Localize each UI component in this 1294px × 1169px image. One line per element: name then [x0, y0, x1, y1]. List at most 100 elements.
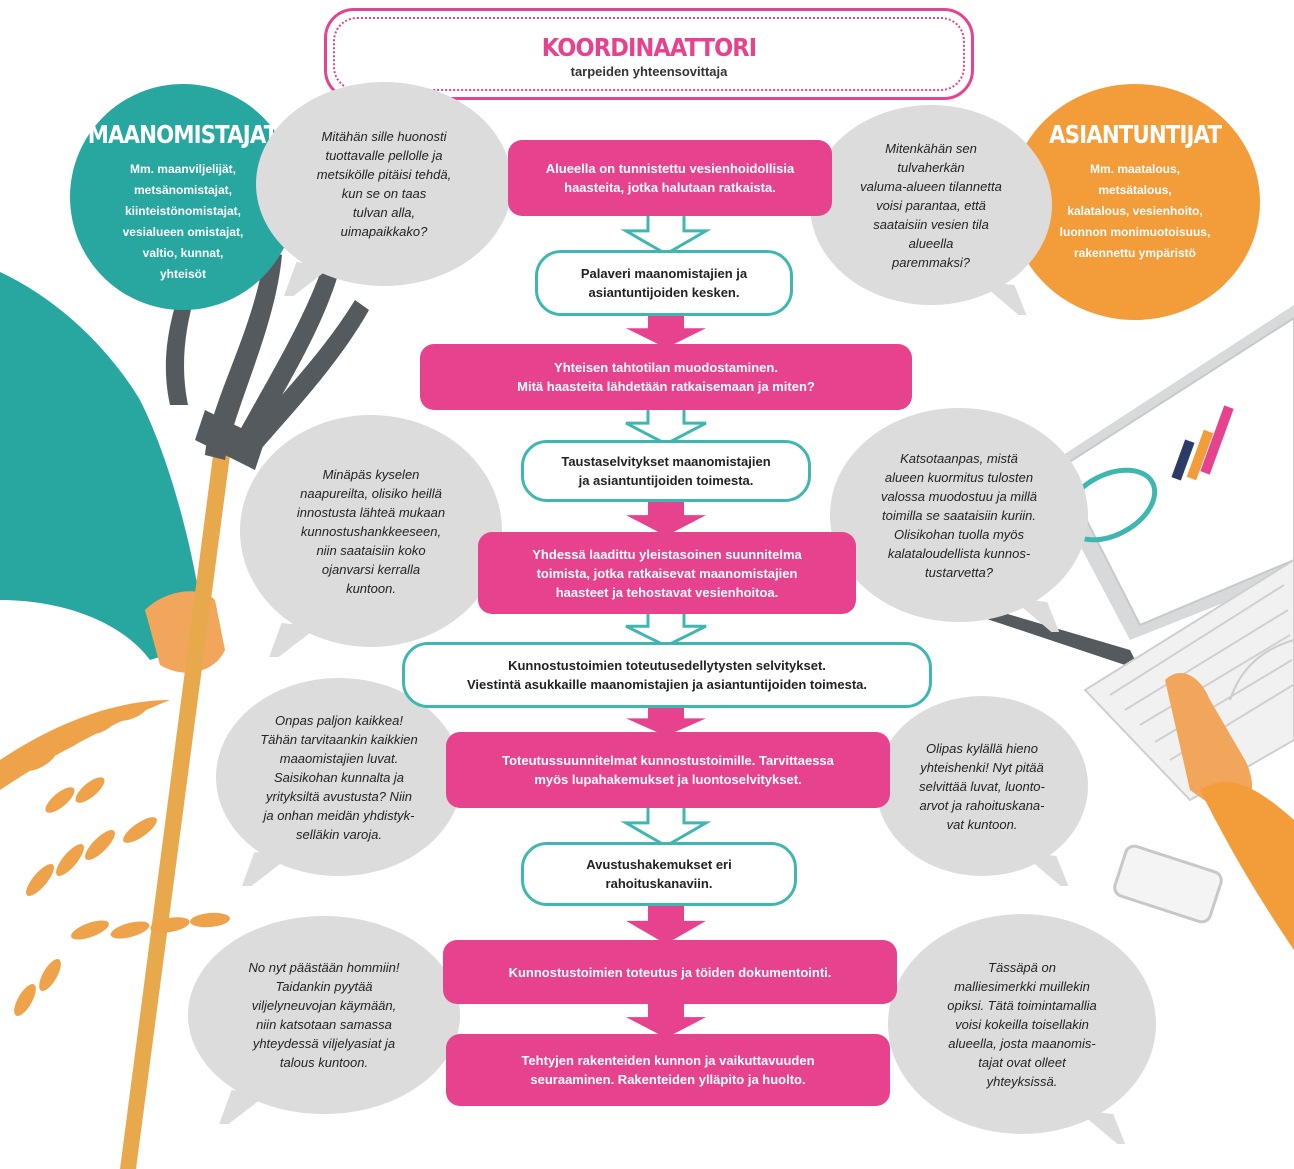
landowners-item: metsänomistajat,	[133, 183, 233, 197]
bubble-line: alueella	[908, 235, 954, 251]
bubble-line: toimilla se saataisiin kuriin.	[882, 507, 1036, 523]
bubble-line: arvot ja rahoituskana-	[919, 797, 1045, 813]
experts-item: rakennettu ympäristö	[1073, 246, 1197, 260]
bubble-line: Minäpäs kyselen	[322, 466, 420, 482]
step-6-feasibility: Kunnostustoimien toteutusedellytysten se…	[402, 642, 932, 708]
step-line: ja asiantuntijoiden toimesta.	[578, 473, 754, 488]
landowners-item: kiinteistönomistajat,	[124, 204, 241, 218]
speech-bubble-model: Tässäpä on malliesimerkki muillekin opik…	[888, 914, 1156, 1144]
bubble-line: talous kuntoon.	[279, 1055, 369, 1070]
cable-line	[1229, 639, 1294, 701]
bubble-line: niin saataisiin koko	[316, 542, 426, 558]
bubble-line: Mitähän sille huonosti	[321, 129, 447, 144]
bubble-line: tulvan alla,	[352, 205, 416, 220]
step-4-background-studies: Taustaselvitykset maanomistajien ja asia…	[521, 440, 811, 502]
bubble-line: valossa muodostuu ja millä	[880, 488, 1038, 504]
bubble-line: maaomistajien luvat.	[279, 750, 399, 766]
bubble-line: saataisiin vesien tila	[873, 216, 989, 232]
bubble-line: uimapaikkako?	[340, 224, 428, 239]
landowners-item: yhteisöt	[159, 267, 206, 281]
experts-title: ASIANTUNTIJAT	[1049, 120, 1222, 149]
speech-bubble-shape	[876, 696, 1088, 886]
bubble-line: tuottavalle pellolle ja	[325, 148, 443, 163]
smartphone-icon	[1113, 844, 1223, 924]
bubble-line: Mitenkähän sen	[885, 140, 977, 156]
speech-bubble-shape	[188, 916, 460, 1124]
step-line: asiantuntijoiden kesken.	[588, 285, 740, 300]
step-line: Kunnostustoimien toteutusedellytysten se…	[508, 658, 826, 673]
landowners-item: vesialueen omistajat,	[122, 225, 244, 239]
bubble-line: tustarvetta?	[925, 564, 993, 580]
bubble-line: ojanvarsi kerralla	[321, 561, 421, 577]
speech-bubble-load: Katsotaanpas, mistä alueen kuormitus tul…	[830, 408, 1088, 632]
speech-bubble-spirit: Olipas kylällä hieno yhteishenki! Nyt pi…	[876, 696, 1088, 886]
speech-bubble-shape	[256, 82, 512, 296]
bubble-line: alueella, josta maanomis-	[948, 1035, 1096, 1051]
bubble-line: No nyt päästään hommiin!	[248, 960, 400, 975]
step-1-challenges: Alueella on tunnistettu vesienhoidollisi…	[508, 140, 832, 216]
step-10-monitoring: Tehtyjen rakenteiden kunnon ja vaikuttav…	[446, 1034, 890, 1106]
computer-monitor-icon	[960, 305, 1294, 670]
step-line: myös lupahakemukset ja luontoselvitykset…	[534, 772, 802, 787]
bubble-line: metsikölle pitäisi tehdä,	[316, 167, 452, 182]
bubble-line: selvittää luvat, luonto-	[919, 778, 1045, 794]
step-line: Taustaselvitykset maanomistajien	[561, 454, 771, 469]
speech-bubble-catchment: Mitenkähän sen tulvaherkän valuma-alueen…	[810, 105, 1052, 315]
bubble-line: yhteydessä viljelyasiat ja	[252, 1036, 396, 1051]
experts-item: kalatalous, vesienhoito,	[1067, 204, 1203, 218]
experts-item: Mm. maatalous,	[1089, 162, 1181, 176]
step-line: Kunnostustoimien toteutus ja töiden doku…	[508, 964, 832, 980]
step-9-execution: Kunnostustoimien toteutus ja töiden doku…	[443, 940, 897, 1004]
bubble-line: kalataloudellista kunnos-	[887, 545, 1031, 561]
step-line: Yhteisen tahtotilan muodostaminen.	[554, 360, 778, 375]
bubble-line: Olipas kylällä hieno	[925, 740, 1038, 756]
step-3-shared-will: Yhteisen tahtotilan muodostaminen. Mitä …	[420, 344, 912, 410]
step-7-implementation-plans: Toteutussuunnitelmat kunnostustoimille. …	[446, 732, 890, 808]
step-line: rahoituskanaviin.	[605, 876, 713, 891]
speech-bubble-work: No nyt päästään hommiin! Taidankin pyytä…	[188, 916, 460, 1124]
bubble-line: selläkin varoja.	[296, 826, 382, 842]
speech-bubble-shape	[810, 105, 1052, 315]
bubble-line: viljelyneuvojan käymään,	[251, 998, 397, 1013]
right-hand-illustration	[1165, 672, 1294, 950]
bubble-line: Saisikohan kunnalta ja	[273, 769, 405, 785]
bubble-line: ja onhan meidän yhdistyk-	[263, 807, 415, 823]
bubble-line: naapureilta, olisiko heillä	[300, 485, 442, 501]
step-line: seuraaminen. Rakenteiden ylläpito ja huo…	[530, 1072, 806, 1087]
bubble-line: yhteyksissä.	[986, 1073, 1058, 1089]
experts-item: luonnon monimuotoisuus,	[1059, 225, 1211, 239]
coordinator-box: KOORDINAATTORI tarpeiden yhteensovittaja	[324, 8, 974, 100]
experts-list: Mm. maatalous, metsätalous, kalatalous, …	[1060, 159, 1211, 264]
speech-bubble-permits: Onpas paljon kaikkea! Tähän tarvitaankin…	[216, 678, 462, 886]
bubble-line: Onpas paljon kaikkea!	[275, 712, 403, 728]
coordinator-title: KOORDINAATTORI	[541, 33, 757, 62]
step-line: Toteutussuunnitelmat kunnostustoimille. …	[502, 753, 834, 768]
bubble-line: Katsotaanpas, mistä	[900, 450, 1018, 466]
step-line: haasteet ja tehostavat vesienhoitoa.	[555, 584, 779, 600]
landowners-title: MAANOMISTAJAT	[88, 120, 279, 149]
step-line: Avustushakemukset eri	[586, 857, 732, 872]
left-arm-illustration	[0, 272, 225, 673]
step-line: Mitä haasteita lähdetään ratkaisemaan ja…	[517, 379, 815, 394]
bubble-line: niin katsotaan samassa	[256, 1017, 392, 1032]
bubble-line: Tähän tarvitaankin kaikkien	[260, 731, 418, 747]
bubble-line: paremmaksi?	[891, 254, 971, 270]
bubble-line: Tässäpä on	[988, 959, 1056, 975]
step-line: Viestintä asukkaille maanomistajien ja a…	[466, 677, 867, 692]
step-line: toimista, jotka ratkaisevat maanomistaji…	[536, 565, 798, 581]
step-line: Yhdessä laadittu yleistasoinen suunnitel…	[532, 546, 802, 562]
speech-bubble-neighbours: Minäpäs kyselen naapureilta, olisiko hei…	[240, 415, 502, 657]
landowners-item: Mm. maanviljelijät,	[129, 162, 237, 176]
step-line: haasteita, jotka halutaan ratkaista.	[564, 180, 776, 195]
step-2-meeting: Palaveri maanomistajien ja asiantuntijoi…	[535, 250, 793, 316]
bubble-line: opiksi. Tätä toimintamallia	[947, 997, 1097, 1013]
bubble-line: tajat ovat olleet	[978, 1054, 1066, 1070]
step-line: Tehtyjen rakenteiden kunnon ja vaikuttav…	[521, 1053, 815, 1068]
bubble-line: kunnostushankkeeseen,	[300, 523, 442, 539]
bubble-line: malliesimerkki muillekin	[954, 978, 1090, 994]
bubble-line: voisi parantaa, että	[876, 197, 986, 213]
speech-bubble-field: Mitähän sille huonosti tuottavalle pello…	[256, 82, 512, 296]
speech-bubble-shape	[216, 678, 462, 886]
step-8-grant-applications: Avustushakemukset eri rahoituskanaviin.	[521, 842, 797, 906]
bubble-line: innostusta lähteä mukaan	[296, 504, 446, 520]
